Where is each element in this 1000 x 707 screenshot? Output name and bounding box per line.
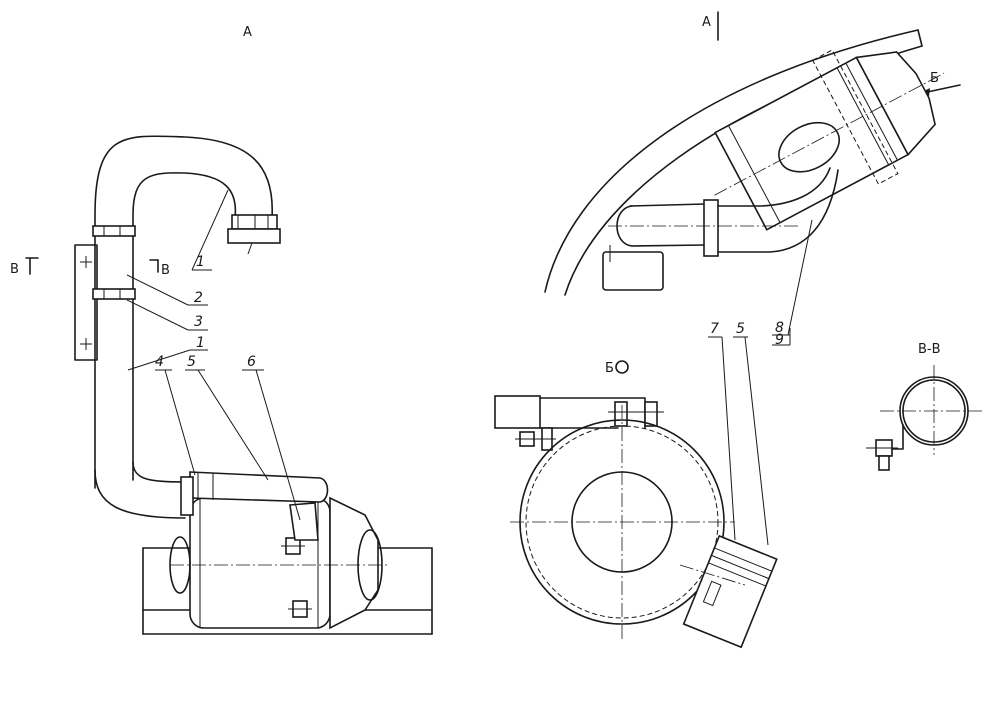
leader-1-top bbox=[191, 189, 229, 271]
callout-1-top: 1 bbox=[196, 254, 205, 270]
leader-1-mid bbox=[127, 349, 191, 371]
side-inlet bbox=[682, 534, 778, 649]
view-a-right: A Б bbox=[544, 11, 961, 296]
hose-clamp-lower bbox=[92, 288, 136, 300]
view-label-a-right: A bbox=[702, 15, 711, 30]
callout-5-right: 5 bbox=[736, 321, 745, 337]
leader-2 bbox=[126, 274, 189, 306]
section-mark-mid-label: В bbox=[161, 263, 170, 278]
leader-3 bbox=[126, 299, 189, 331]
callout-7: 7 bbox=[710, 321, 719, 337]
leader-6 bbox=[255, 369, 301, 521]
section-title: В-В bbox=[918, 342, 941, 357]
top-bracket bbox=[494, 395, 541, 429]
view-b: Б 7 5 bbox=[494, 321, 778, 649]
leader-7 bbox=[721, 336, 736, 541]
callout-1-mid: 1 bbox=[196, 335, 205, 351]
section-mark-left-label: В bbox=[10, 262, 19, 277]
hose-clamp-top-right bbox=[227, 214, 281, 255]
view-a-left: A В bbox=[10, 25, 433, 635]
view-label-b: Б bbox=[605, 361, 614, 376]
view-label-a-left: A bbox=[243, 25, 252, 40]
intake-pipe bbox=[94, 135, 273, 519]
section-mark-left: В bbox=[10, 257, 39, 277]
hose-clamp-upper bbox=[92, 225, 136, 237]
callout-2: 2 bbox=[194, 290, 203, 306]
mounting-bracket bbox=[74, 244, 98, 361]
callout-4: 4 bbox=[155, 354, 164, 370]
callout-8-9: 8 9 bbox=[772, 219, 813, 348]
leader-5-left bbox=[197, 369, 269, 481]
callout-3: 3 bbox=[194, 314, 203, 330]
callout-6: 6 bbox=[247, 354, 256, 370]
view-b-symbol bbox=[615, 360, 629, 374]
callout-8: 8 bbox=[775, 320, 784, 336]
connecting-hose bbox=[180, 471, 329, 541]
air-cleaner-body bbox=[169, 496, 390, 630]
support-block bbox=[602, 251, 664, 291]
air-cleaner-top bbox=[714, 49, 945, 231]
leader-5-right bbox=[744, 336, 769, 546]
fender-arc-outer bbox=[544, 29, 919, 293]
section-mark-mid: В bbox=[149, 259, 170, 278]
section-b-b: В-В bbox=[866, 342, 985, 471]
leader-4 bbox=[164, 369, 196, 476]
inlet-elbow bbox=[608, 167, 839, 257]
callout-5-left: 5 bbox=[187, 354, 196, 370]
callout-9: 9 bbox=[775, 332, 784, 348]
